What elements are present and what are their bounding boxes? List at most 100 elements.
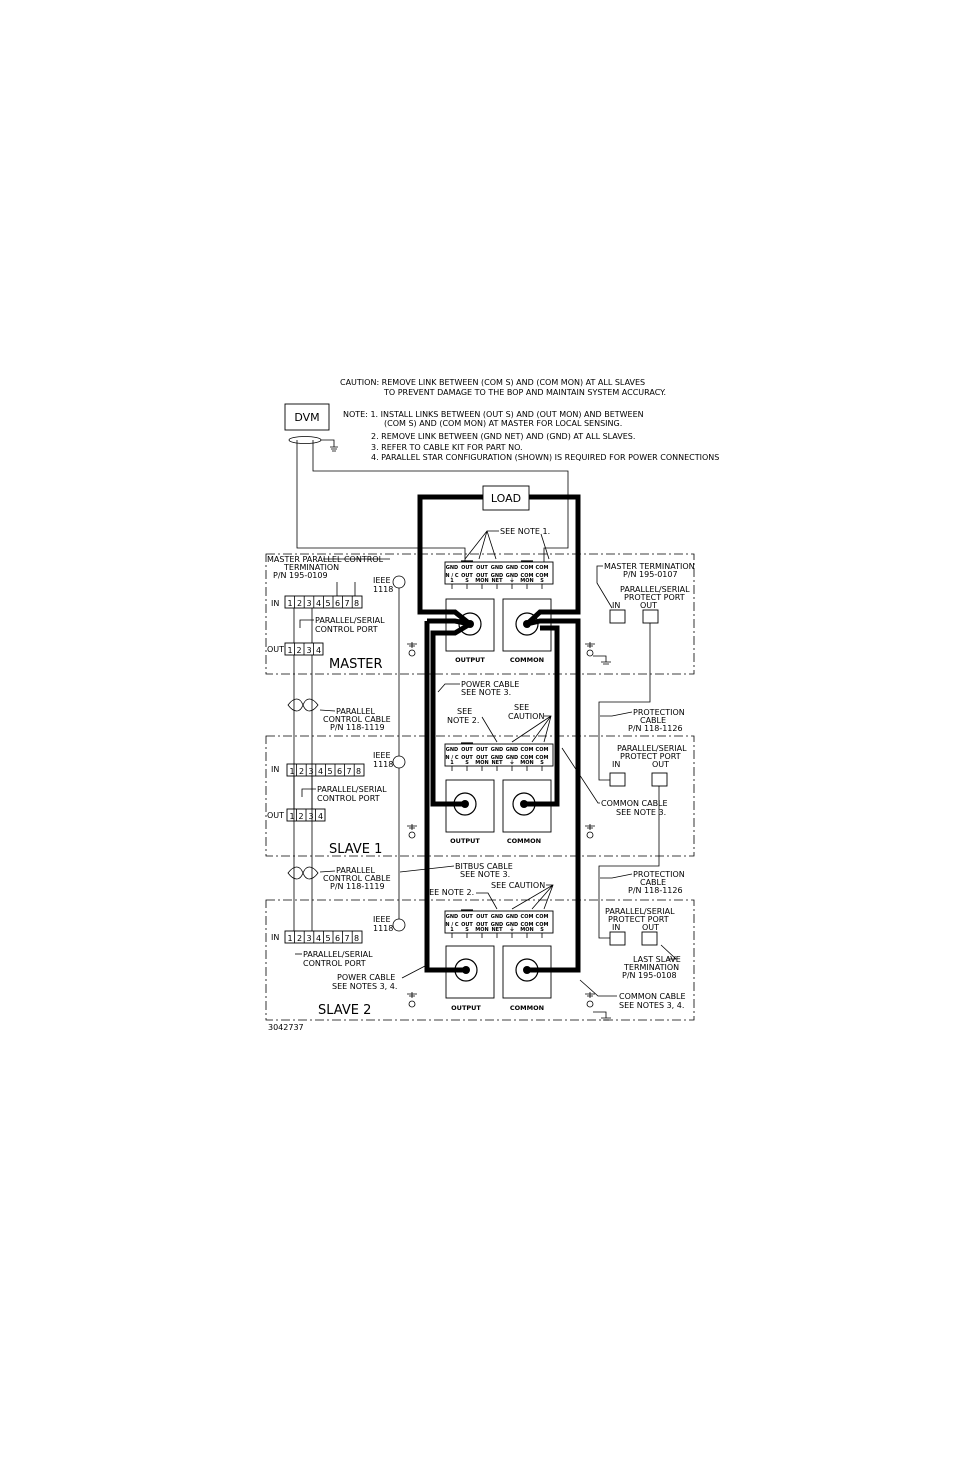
svg-text:TERMINATION: TERMINATION <box>623 963 679 972</box>
common-cable-s2-label: COMMON CABLE SEE NOTES 3, 4. <box>579 979 686 1010</box>
svg-text:3: 3 <box>306 599 311 608</box>
svg-text:IN: IN <box>612 601 620 610</box>
ts-sub: S <box>465 927 469 933</box>
master-protect-port: PARALLEL/SERIAL PROTECT PORT IN OUT <box>609 585 690 624</box>
svg-text:PARALLEL: PARALLEL <box>336 866 375 875</box>
master-label: MASTER <box>329 657 383 672</box>
output-label: OUTPUT <box>451 1004 481 1012</box>
svg-text:5: 5 <box>325 599 330 608</box>
svg-text:IN: IN <box>612 760 620 769</box>
master-in-connector: IN 1 2 3 4 5 6 7 8 <box>271 595 363 609</box>
master-termination-label: MASTER TERMINATION P/N 195-0107 <box>596 562 695 609</box>
svg-text:SEE CAUTION: SEE CAUTION <box>491 881 545 890</box>
ts-sub: S <box>465 578 469 584</box>
slave2-unit-outline <box>265 899 695 1021</box>
ts-sub: MON <box>475 578 488 584</box>
svg-text:PARALLEL/SERIAL: PARALLEL/SERIAL <box>317 785 387 794</box>
ts-bottom: OUT <box>461 573 473 579</box>
slave1-label: SLAVE 1 <box>329 842 382 857</box>
prot-cable-label-1: PROTECTION CABLE P/N 118-1126 <box>600 708 685 733</box>
dvm-label: DVM <box>294 411 319 424</box>
svg-text:PARALLEL/SERIAL: PARALLEL/SERIAL <box>315 616 385 625</box>
svg-text:4: 4 <box>316 646 321 655</box>
svg-text:P/N 118-1119: P/N 118-1119 <box>330 723 385 732</box>
dvm-lead-com <box>312 440 569 562</box>
svg-text:CONTROL PORT: CONTROL PORT <box>303 959 366 968</box>
svg-text:CONTROL PORT: CONTROL PORT <box>315 625 378 634</box>
svg-text:PARALLEL/SERIAL: PARALLEL/SERIAL <box>605 907 675 916</box>
svg-text:CAUTION: CAUTION <box>508 712 544 721</box>
see-note2-s2-label: SEE NOTE 2. <box>424 888 498 910</box>
svg-text:PARALLEL/SERIAL: PARALLEL/SERIAL <box>303 950 373 959</box>
svg-text:SEE NOTE 2.: SEE NOTE 2. <box>424 888 474 897</box>
slave1-output-terminal: OUTPUT <box>445 779 495 845</box>
ts-bottom: COM <box>536 755 549 761</box>
cable-twist-icon <box>287 698 319 712</box>
ts-top: GND <box>446 747 458 753</box>
svg-text:2: 2 <box>296 646 301 655</box>
ts-bottom: COM <box>521 922 534 928</box>
common-label: COMMON <box>507 837 541 845</box>
ts-top: GND <box>506 747 518 753</box>
output-label: OUTPUT <box>450 837 480 845</box>
bitbus-cable-label: BITBUS CABLE SEE NOTE 3. <box>399 862 513 879</box>
svg-text:6: 6 <box>335 599 340 608</box>
ts-top: GND <box>446 914 458 920</box>
svg-text:3: 3 <box>306 934 311 943</box>
svg-text:PARALLEL/SERIAL: PARALLEL/SERIAL <box>620 585 690 594</box>
svg-text:6: 6 <box>335 934 340 943</box>
svg-text:5: 5 <box>325 934 330 943</box>
svg-text:7: 7 <box>344 934 349 943</box>
ts-top: GND <box>506 914 518 920</box>
ts-sub: ⏚ <box>509 759 514 766</box>
svg-text:SEE NOTE 1.: SEE NOTE 1. <box>500 527 550 536</box>
svg-text:P/N 118-1126: P/N 118-1126 <box>628 886 683 895</box>
svg-text:7: 7 <box>344 599 349 608</box>
ts-bottom: GND <box>491 755 503 761</box>
dvm-lead-out <box>296 440 466 562</box>
svg-text:POWER CABLE: POWER CABLE <box>337 973 395 982</box>
svg-text:PARALLEL: PARALLEL <box>336 707 375 716</box>
slave2-pc-port-label: PARALLEL/SERIAL CONTROL PORT <box>295 950 373 968</box>
common-cable-label: COMMON CABLE SEE NOTE 3. <box>561 747 668 817</box>
slave2-terminal-strip: GND OUT OUT GND GND COM COM N / C OUT OU… <box>444 909 554 938</box>
ts-bottom: OUT <box>476 755 488 761</box>
slave2-ieee-port: IEEE 1118 <box>373 915 406 933</box>
master-pc-term-line2: TERMINATION <box>283 563 339 572</box>
ts-bottom: GND <box>506 573 518 579</box>
ts-top: COM <box>521 914 534 920</box>
svg-text:6: 6 <box>337 767 342 776</box>
svg-text:OUT: OUT <box>267 811 284 820</box>
ts-top: COM <box>521 565 534 571</box>
ts-sub: NET <box>491 578 503 584</box>
svg-text:8: 8 <box>354 599 359 608</box>
svg-text:P/N 118-1119: P/N 118-1119 <box>330 882 385 891</box>
master-ieee-port: IEEE 1118 <box>373 575 406 594</box>
slave1-out-connector: OUT 1 2 3 4 <box>267 808 326 822</box>
note-1b: (COM S) AND (COM MON) AT MASTER FOR LOCA… <box>384 419 622 428</box>
ts-sub: MON <box>475 927 488 933</box>
ts-sub: S <box>465 760 469 766</box>
note-1a: NOTE: 1. INSTALL LINKS BETWEEN (OUT S) A… <box>343 410 644 419</box>
svg-text:COMMON CABLE: COMMON CABLE <box>619 992 686 1001</box>
ts-bottom: COM <box>521 573 534 579</box>
svg-text:3: 3 <box>308 767 313 776</box>
svg-text:IN: IN <box>271 933 279 942</box>
svg-text:CONTROL CABLE: CONTROL CABLE <box>323 874 391 883</box>
svg-text:LAST SLAVE: LAST SLAVE <box>633 955 681 964</box>
dvm-box <box>284 403 330 431</box>
pcc-label-2: PARALLEL CONTROL CABLE P/N 118-1119 <box>287 866 391 891</box>
cable-twist-icon <box>287 866 319 880</box>
see-note2-label: SEE NOTE 2. <box>447 707 498 743</box>
ts-bottom: GND <box>506 755 518 761</box>
slave1-pc-port-label: PARALLEL/SERIAL CONTROL PORT <box>301 785 387 803</box>
svg-text:1: 1 <box>287 646 292 655</box>
slave2-protect-out <box>641 931 658 946</box>
svg-text:4: 4 <box>316 934 321 943</box>
ground-icon <box>407 824 417 839</box>
master-pc-port-label: PARALLEL/SERIAL CONTROL PORT <box>299 616 385 634</box>
ts-bottom: N / C <box>445 755 458 761</box>
ts-top: GND <box>446 565 458 571</box>
svg-text:PROTECT PORT: PROTECT PORT <box>620 752 681 761</box>
